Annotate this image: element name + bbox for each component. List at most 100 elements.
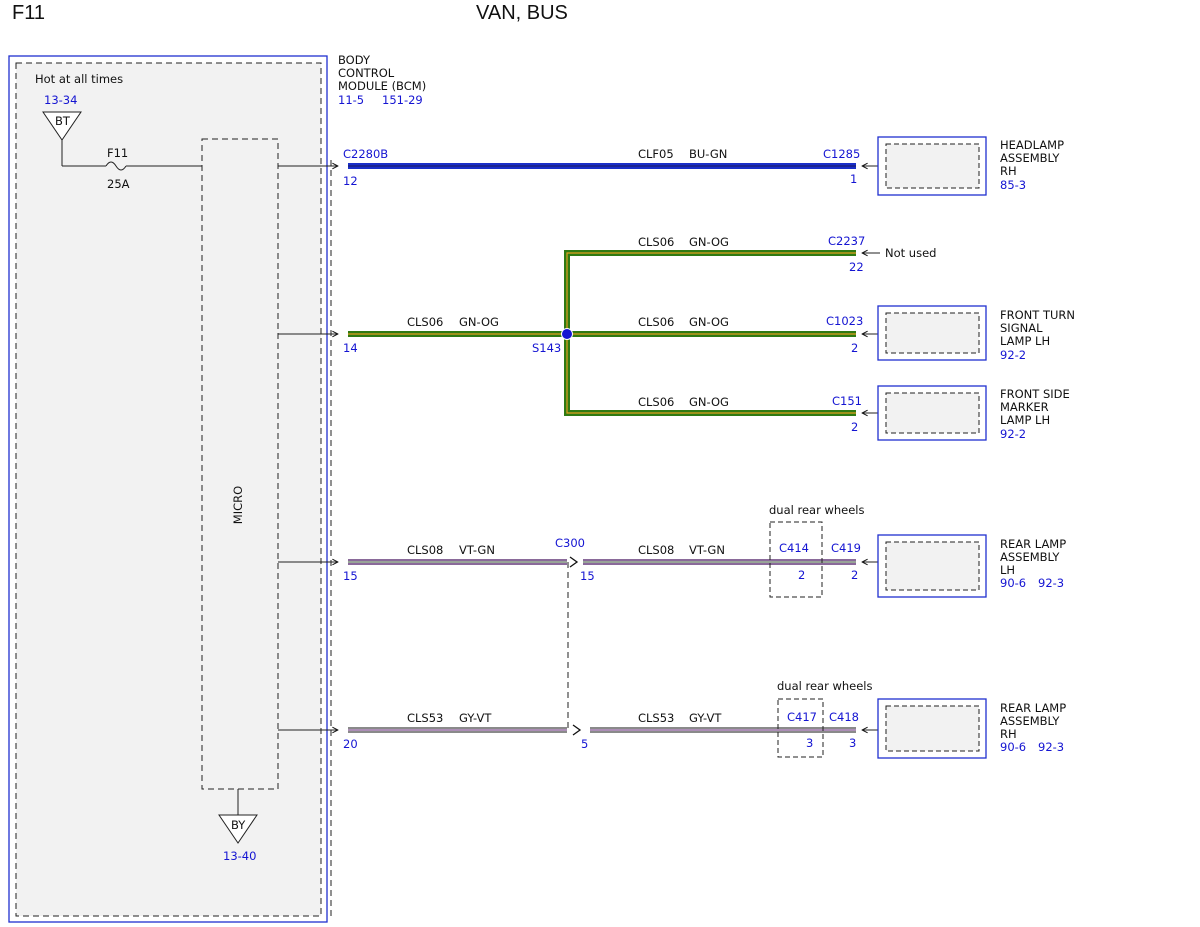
- option-label: dual rear wheels: [777, 679, 873, 693]
- component-name-line: MARKER: [1000, 400, 1049, 414]
- bcm-name-line: BODY: [338, 53, 371, 67]
- component-headlamp-rh: HEADLAMP ASSEMBLY RH 85-3: [862, 136, 1064, 196]
- hot-label: Hot at all times: [35, 72, 123, 86]
- pin-label: 3: [849, 736, 856, 750]
- circuit-label: CLS08: [407, 543, 443, 557]
- component-name-line: RH: [1000, 164, 1017, 178]
- connector-label[interactable]: C1285: [823, 147, 860, 161]
- pin-label: 3: [806, 736, 813, 750]
- component-rear-lamp-lh: REAR LAMP ASSEMBLY LH 90-6 92-3: [862, 534, 1066, 598]
- pin-label: 15: [343, 569, 358, 583]
- option-box: [777, 698, 824, 758]
- color-code-label: GN-OG: [689, 315, 729, 329]
- connector-label[interactable]: C151: [832, 394, 862, 408]
- connector-label[interactable]: C414: [779, 541, 809, 555]
- component-front-turn-signal-lh: FRONT TURN SIGNAL LAMP LH 92-2: [862, 305, 1075, 362]
- fuse-icon: [105, 161, 127, 171]
- connector-label[interactable]: C418: [829, 710, 859, 724]
- splice-label[interactable]: S143: [532, 341, 561, 355]
- component-name-line: LAMP LH: [1000, 334, 1050, 348]
- color-code-label: GN-OG: [689, 235, 729, 249]
- component-name-line: ASSEMBLY: [1000, 714, 1060, 728]
- circuit-id: F11: [12, 2, 45, 24]
- not-used-note: Not used: [885, 246, 936, 260]
- color-code-label: BU-GN: [689, 147, 727, 161]
- ground-icon: [218, 814, 258, 844]
- pin-label: 2: [851, 420, 858, 434]
- bcm-ref[interactable]: 151-29: [382, 93, 423, 107]
- circuit-label: CLS08: [638, 543, 674, 557]
- pin-label: 2: [851, 341, 858, 355]
- component-name-line: FRONT SIDE: [1000, 387, 1070, 401]
- micro-box: [201, 138, 279, 790]
- color-code-label: GN-OG: [459, 315, 499, 329]
- bcm-name-line: CONTROL: [338, 66, 395, 80]
- connector-label[interactable]: C419: [831, 541, 861, 555]
- component-name-line: ASSEMBLY: [1000, 151, 1060, 165]
- ground-symbol: BY: [231, 818, 246, 832]
- connector-label[interactable]: C300: [555, 536, 585, 550]
- pin-label: 12: [343, 174, 358, 188]
- color-code-label: GY-VT: [459, 711, 492, 725]
- power-symbol: BT: [55, 114, 71, 128]
- wire-cls53: CLS53 GY-VT 20 5 CLS53 GY-VT dual rear w…: [343, 679, 873, 758]
- inline-connector-icon: [572, 724, 582, 736]
- component-ref[interactable]: 92-2: [1000, 348, 1026, 362]
- component-name-line: LAMP LH: [1000, 413, 1050, 427]
- connector-label[interactable]: C1023: [826, 314, 863, 328]
- circuit-label: CLS06: [638, 315, 674, 329]
- component-front-side-marker-lh: FRONT SIDE MARKER LAMP LH 92-2: [862, 385, 1070, 441]
- pin-label: 5: [581, 737, 588, 751]
- connector-label[interactable]: C417: [787, 710, 817, 724]
- component-name-line: HEADLAMP: [1000, 138, 1064, 152]
- pin-label: 2: [798, 568, 805, 582]
- inline-connector-icon: [569, 556, 579, 568]
- component-name-line: SIGNAL: [1000, 321, 1043, 335]
- ground-ref[interactable]: 13-40: [223, 849, 256, 863]
- splice-dot: [561, 328, 573, 340]
- option-box: [769, 521, 823, 598]
- circuit-label: CLF05: [638, 147, 674, 161]
- component-ref[interactable]: 92-2: [1000, 427, 1026, 441]
- component-rear-lamp-rh: REAR LAMP ASSEMBLY RH 90-6 92-3: [862, 698, 1066, 759]
- wire-cls06: CLS06 GN-OG 14 S143 CLS06 GN-OG C2237 22…: [343, 234, 936, 434]
- battery-power-icon: [42, 111, 82, 141]
- option-label: dual rear wheels: [769, 503, 865, 517]
- component-ref[interactable]: 90-6: [1000, 740, 1026, 754]
- connector-label[interactable]: C2237: [828, 234, 865, 248]
- bcm-inner: [15, 62, 322, 917]
- connector-label[interactable]: C2280B: [343, 147, 388, 161]
- bcm-name: BODY CONTROL MODULE (BCM) 11-5 151-29: [338, 53, 426, 107]
- component-ref[interactable]: 90-6: [1000, 576, 1026, 590]
- pin-label: 14: [343, 341, 358, 355]
- component-name-line: RH: [1000, 727, 1017, 741]
- wire-clf05: C2280B 12 CLF05 BU-GN C1285 1: [343, 147, 860, 188]
- component-ref[interactable]: 85-3: [1000, 178, 1026, 192]
- micro-label: MICRO: [231, 486, 245, 524]
- pin-label: 1: [850, 172, 857, 186]
- component-ref[interactable]: 92-3: [1038, 740, 1064, 754]
- bcm-ref[interactable]: 11-5: [338, 93, 364, 107]
- color-code-label: VT-GN: [689, 543, 725, 557]
- circuit-label: CLS06: [407, 315, 443, 329]
- component-name-line: REAR LAMP: [1000, 537, 1066, 551]
- pin-label: 2: [851, 568, 858, 582]
- fuse-rating: 25A: [107, 177, 130, 191]
- component-name-line: REAR LAMP: [1000, 701, 1066, 715]
- fuse-name: F11: [107, 146, 128, 160]
- wire-cls08: CLS08 VT-GN 15 C300 15 CLS08 VT-GN dual …: [343, 503, 865, 730]
- component-ref[interactable]: 92-3: [1038, 576, 1064, 590]
- page-title: VAN, BUS: [476, 2, 568, 24]
- circuit-label: CLS53: [407, 711, 443, 725]
- wire-segment: [348, 250, 856, 416]
- power-ref[interactable]: 13-34: [44, 93, 77, 107]
- wire-stripe: [348, 252, 856, 414]
- circuit-label: CLS06: [638, 235, 674, 249]
- bcm-module: Hot at all times 13-34 BT F11 25A MICRO …: [8, 55, 338, 923]
- bcm-outline: [8, 55, 328, 923]
- pin-label: 15: [580, 569, 595, 583]
- component-name-line: FRONT TURN: [1000, 308, 1075, 322]
- pin-label: 22: [849, 260, 864, 274]
- color-code-label: GN-OG: [689, 395, 729, 409]
